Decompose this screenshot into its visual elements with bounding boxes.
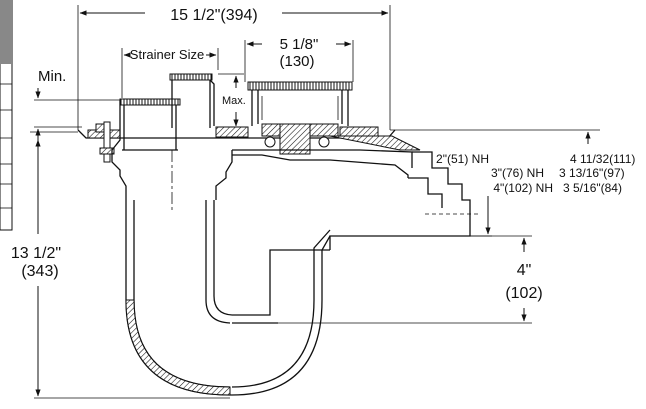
p-trap (125, 200, 331, 396)
riser (111, 150, 233, 210)
clamp-bolt (95, 100, 121, 163)
overall-width-dimension: 15 1/2"(394) (77, 5, 391, 130)
max-label: Max. (222, 95, 246, 107)
overall-height-inches: 13 1/2" (11, 245, 61, 262)
min-dimension: Min. (34, 68, 122, 140)
overall-height-mm: (343) (21, 263, 58, 280)
outlet-height-dimension (390, 129, 600, 237)
top-width-mm: (130) (279, 53, 314, 70)
title-block-strip (0, 0, 13, 231)
trap-depth-dimension: 4" (102) (232, 235, 543, 324)
strainer-size-label: Strainer Size (130, 47, 204, 62)
top-width-dimension: 5 1/8" (130) (244, 36, 354, 82)
outlet-row-2-nh: 3"(76) NH (491, 166, 544, 180)
drain-body (77, 73, 471, 396)
trap-depth-mm: (102) (505, 285, 542, 302)
outlet-row-3-value: 3 5/16"(84) (563, 181, 622, 195)
max-dimension: Max. (218, 73, 246, 129)
top-width-inches: 5 1/8" (280, 36, 319, 53)
body-slope (232, 135, 471, 250)
strainer-size-dimension: Strainer Size (121, 47, 219, 98)
overall-width-label: 15 1/2"(394) (170, 7, 258, 24)
outlet-row-2-value: 3 13/16"(97) (559, 166, 625, 180)
outlet-row-1-value: 4 11/32(111) (570, 152, 635, 166)
right-strainer (247, 81, 353, 126)
trap-depth-inches: 4" (517, 262, 532, 279)
outlet-row-3-nh: 4"(102) NH (493, 181, 553, 195)
overall-height-dimension: 13 1/2" (343) (11, 131, 230, 399)
center-plug (261, 123, 339, 155)
outlet-row-1-nh: 2"(51) NH (436, 152, 489, 166)
outlet-table: 2"(51) NH 4 11/32(111) 3"(76) NH 3 13/16… (436, 152, 635, 195)
min-label: Min. (38, 68, 66, 85)
left-strainer (119, 73, 215, 151)
